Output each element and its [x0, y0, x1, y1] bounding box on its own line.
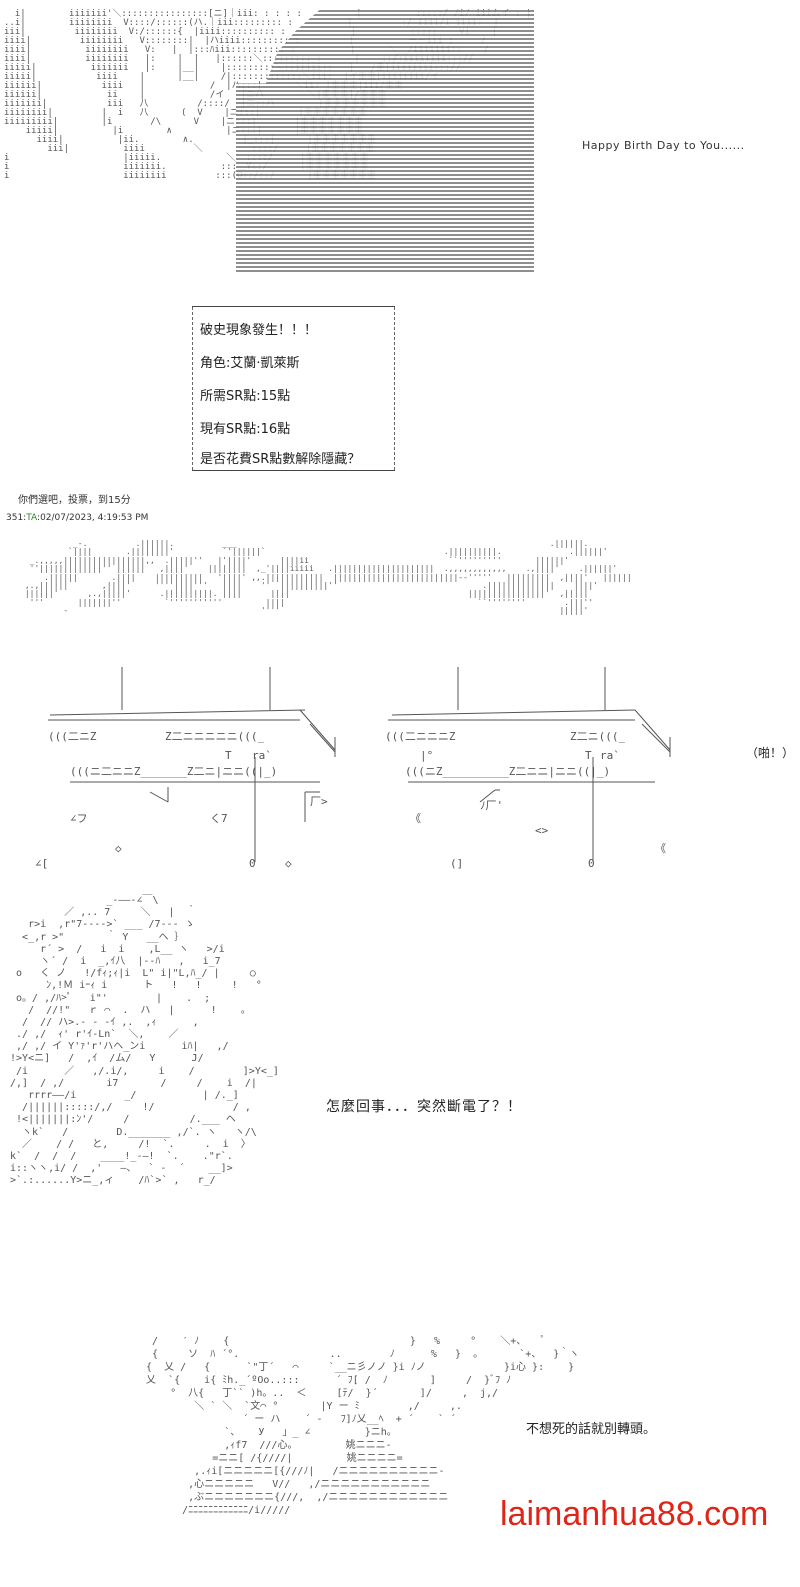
svg-text:厂>: 厂> [310, 795, 328, 808]
event-line-5: 是否花費SR點數解除隱藏？ [200, 452, 361, 467]
svg-text:く7: く7 [210, 812, 228, 825]
svg-text:Z二ニニニニニ(((_: Z二ニニニニニ(((_ [165, 730, 264, 743]
vote-note: 你們選吧，投票，到15分 [18, 495, 131, 506]
svg-text:∠フ: ∠フ [70, 812, 88, 825]
dialog-dont-turn: 不想死的話就別轉頭。 [526, 1422, 657, 1437]
post-meta: 351:TA:02/07/2023, 4:19:53 PM [6, 513, 148, 523]
site-watermark: laimanhua88.com [500, 1495, 769, 1533]
svg-text:◇: ◇ [115, 842, 122, 855]
svg-text:(((二ニニニZ: (((二ニニニZ [385, 730, 456, 743]
event-line-2: 角色:艾蘭·凱萊斯 [200, 356, 300, 371]
svg-text:(]: (] [450, 857, 463, 870]
event-line-4: 現有SR點:16點 [200, 422, 291, 437]
svg-text:|°: |° [420, 749, 433, 762]
svg-text:0: 0 [588, 857, 595, 870]
svg-text:《: 《 [655, 842, 666, 855]
sfx-clap: （啪！） [746, 746, 795, 760]
ascii-shadow-figure: / ′ ﾉ { } % ° ＼+、 ﾟ { ソ ﾊ ´°. .. ﾉ % } 。… [146, 1336, 580, 1516]
ascii-art-portrait: i| iiiiiii'＼::::::::::::::::[ニ]｜iii: : :… [0, 10, 545, 275]
svg-text:∠[: ∠[ [35, 857, 48, 870]
dialog-power-outage: 怎麼回事．．．突然斷電了？！ [326, 1099, 522, 1115]
post-timestamp: :02/07/2023, 4:19:53 PM [37, 513, 149, 523]
svg-text:◇: ◇ [285, 857, 292, 870]
svg-text:《: 《 [410, 812, 421, 825]
poster-name: TA [26, 513, 38, 523]
svg-text:Z二ニ(((_: Z二ニ(((_ [570, 730, 625, 743]
svg-text:ra`: ra` [252, 749, 272, 762]
svg-text:T: T [225, 749, 232, 762]
event-line-1: 破史現象發生！！！ [200, 323, 318, 338]
svg-text:<>: <> [535, 824, 549, 837]
ascii-character-art: _-――-∠￣\ ／ ,.. 7 ＼ | ｀ r>i ,r"7-‐-‐>` __… [10, 895, 279, 1187]
svg-text:(((ニ二ニニZ_______Z二ニ|ニニ((|_): (((ニ二ニニZ_______Z二ニ|ニニ((|_) [70, 765, 277, 778]
ascii-sfx-lettering: _-. .||||||. ___ .||||||. `|||| .|||||||… [24, 539, 632, 616]
svg-text:ra`: ra` [600, 749, 620, 762]
svg-text:T: T [585, 749, 592, 762]
svg-text:ﾉ厂': ﾉ厂' [480, 799, 503, 812]
birthday-caption: Happy Birth Day to You...... [582, 139, 745, 152]
event-line-3: 所需SR點:15點 [200, 389, 291, 404]
event-notice-box: 破史現象發生！！！ 角色:艾蘭·凱萊斯 所需SR點:15點 現有SR點:16點 … [192, 306, 395, 471]
svg-text:(((二ニZ: (((二ニZ [48, 730, 97, 743]
breaker-switch-diagram: (((二ニZ Z二ニニニニニ(((_ T ra` (((ニ二ニニZ_______… [35, 667, 671, 870]
dense-block-pattern [236, 10, 534, 272]
svg-text:(((ニZ__________Z二ニニ|ニニ((|_): (((ニZ__________Z二ニニ|ニニ((|_) [405, 765, 610, 778]
post-number: 351: [6, 513, 27, 523]
svg-text:0: 0 [249, 857, 256, 870]
